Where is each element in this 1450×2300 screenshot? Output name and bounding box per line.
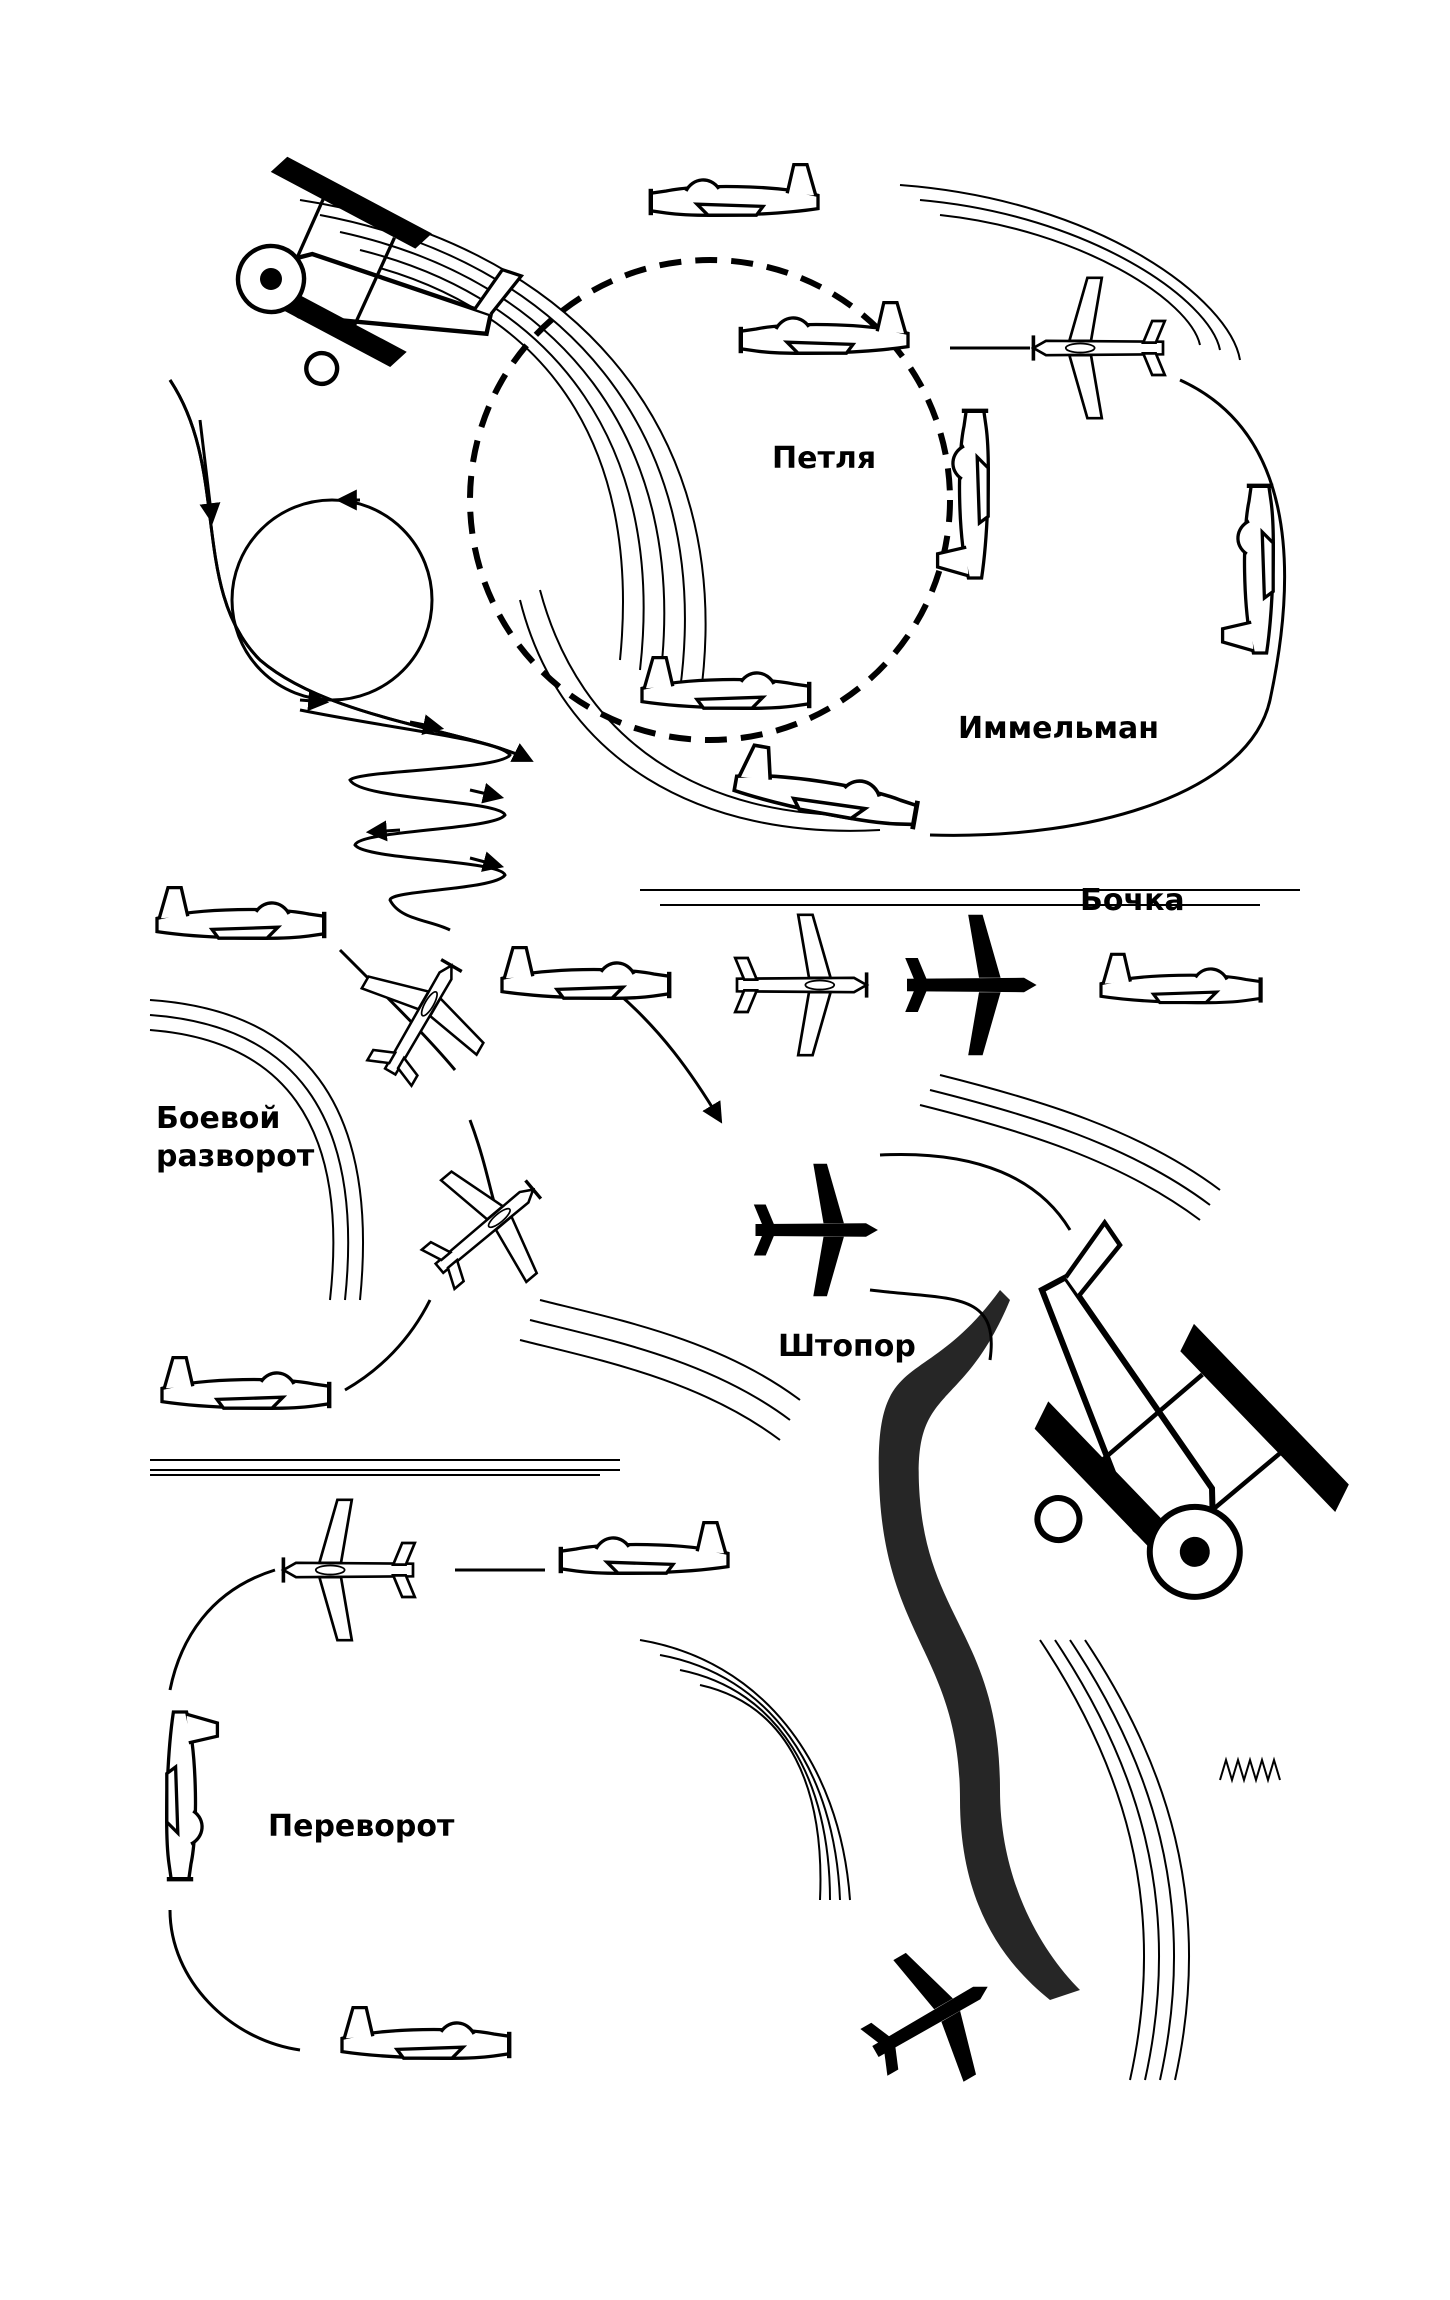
plane-icon [741,303,908,354]
plane-icon [1101,954,1261,1002]
plane-icon [502,948,669,999]
label-loop: Петля [772,441,877,476]
plane-top-icon [860,1952,988,2082]
plane-icon [1223,486,1274,653]
plane-icon [938,411,989,578]
falling-leaf-path [299,708,512,932]
plane-icon [733,743,922,829]
label-barrel-roll: Бочка [1080,883,1185,918]
label-spin: Штопор [778,1329,916,1364]
plane-icon [642,658,809,709]
plane-icon [342,2008,509,2059]
plane-icon [651,165,818,216]
spin-ribbon [878,1290,1080,2000]
chandelle-path [168,379,534,762]
plane-top-icon [753,1163,878,1297]
plane-top-icon [1031,275,1167,421]
split-s-path [168,1568,545,2052]
motion-hatching [149,184,1300,2081]
plane-icon [167,1712,218,1879]
plane-icon [162,1358,329,1409]
plane-top-icon [733,912,869,1057]
label-combat-turn: Боевой разворот [156,1101,315,1174]
loop-path [467,257,953,743]
plane-icon [157,888,324,939]
plane-top-icon [281,1498,417,1642]
plane-top-icon [905,914,1037,1056]
plane-top-icon [330,930,511,1108]
label-split-s: Переворот [268,1809,455,1844]
label-immelmann: Иммельман [958,711,1159,746]
biplane-icon [927,1180,1361,1650]
plane-icon [561,1523,728,1574]
biplane-icon [220,154,536,420]
small-loop-path [230,498,434,702]
